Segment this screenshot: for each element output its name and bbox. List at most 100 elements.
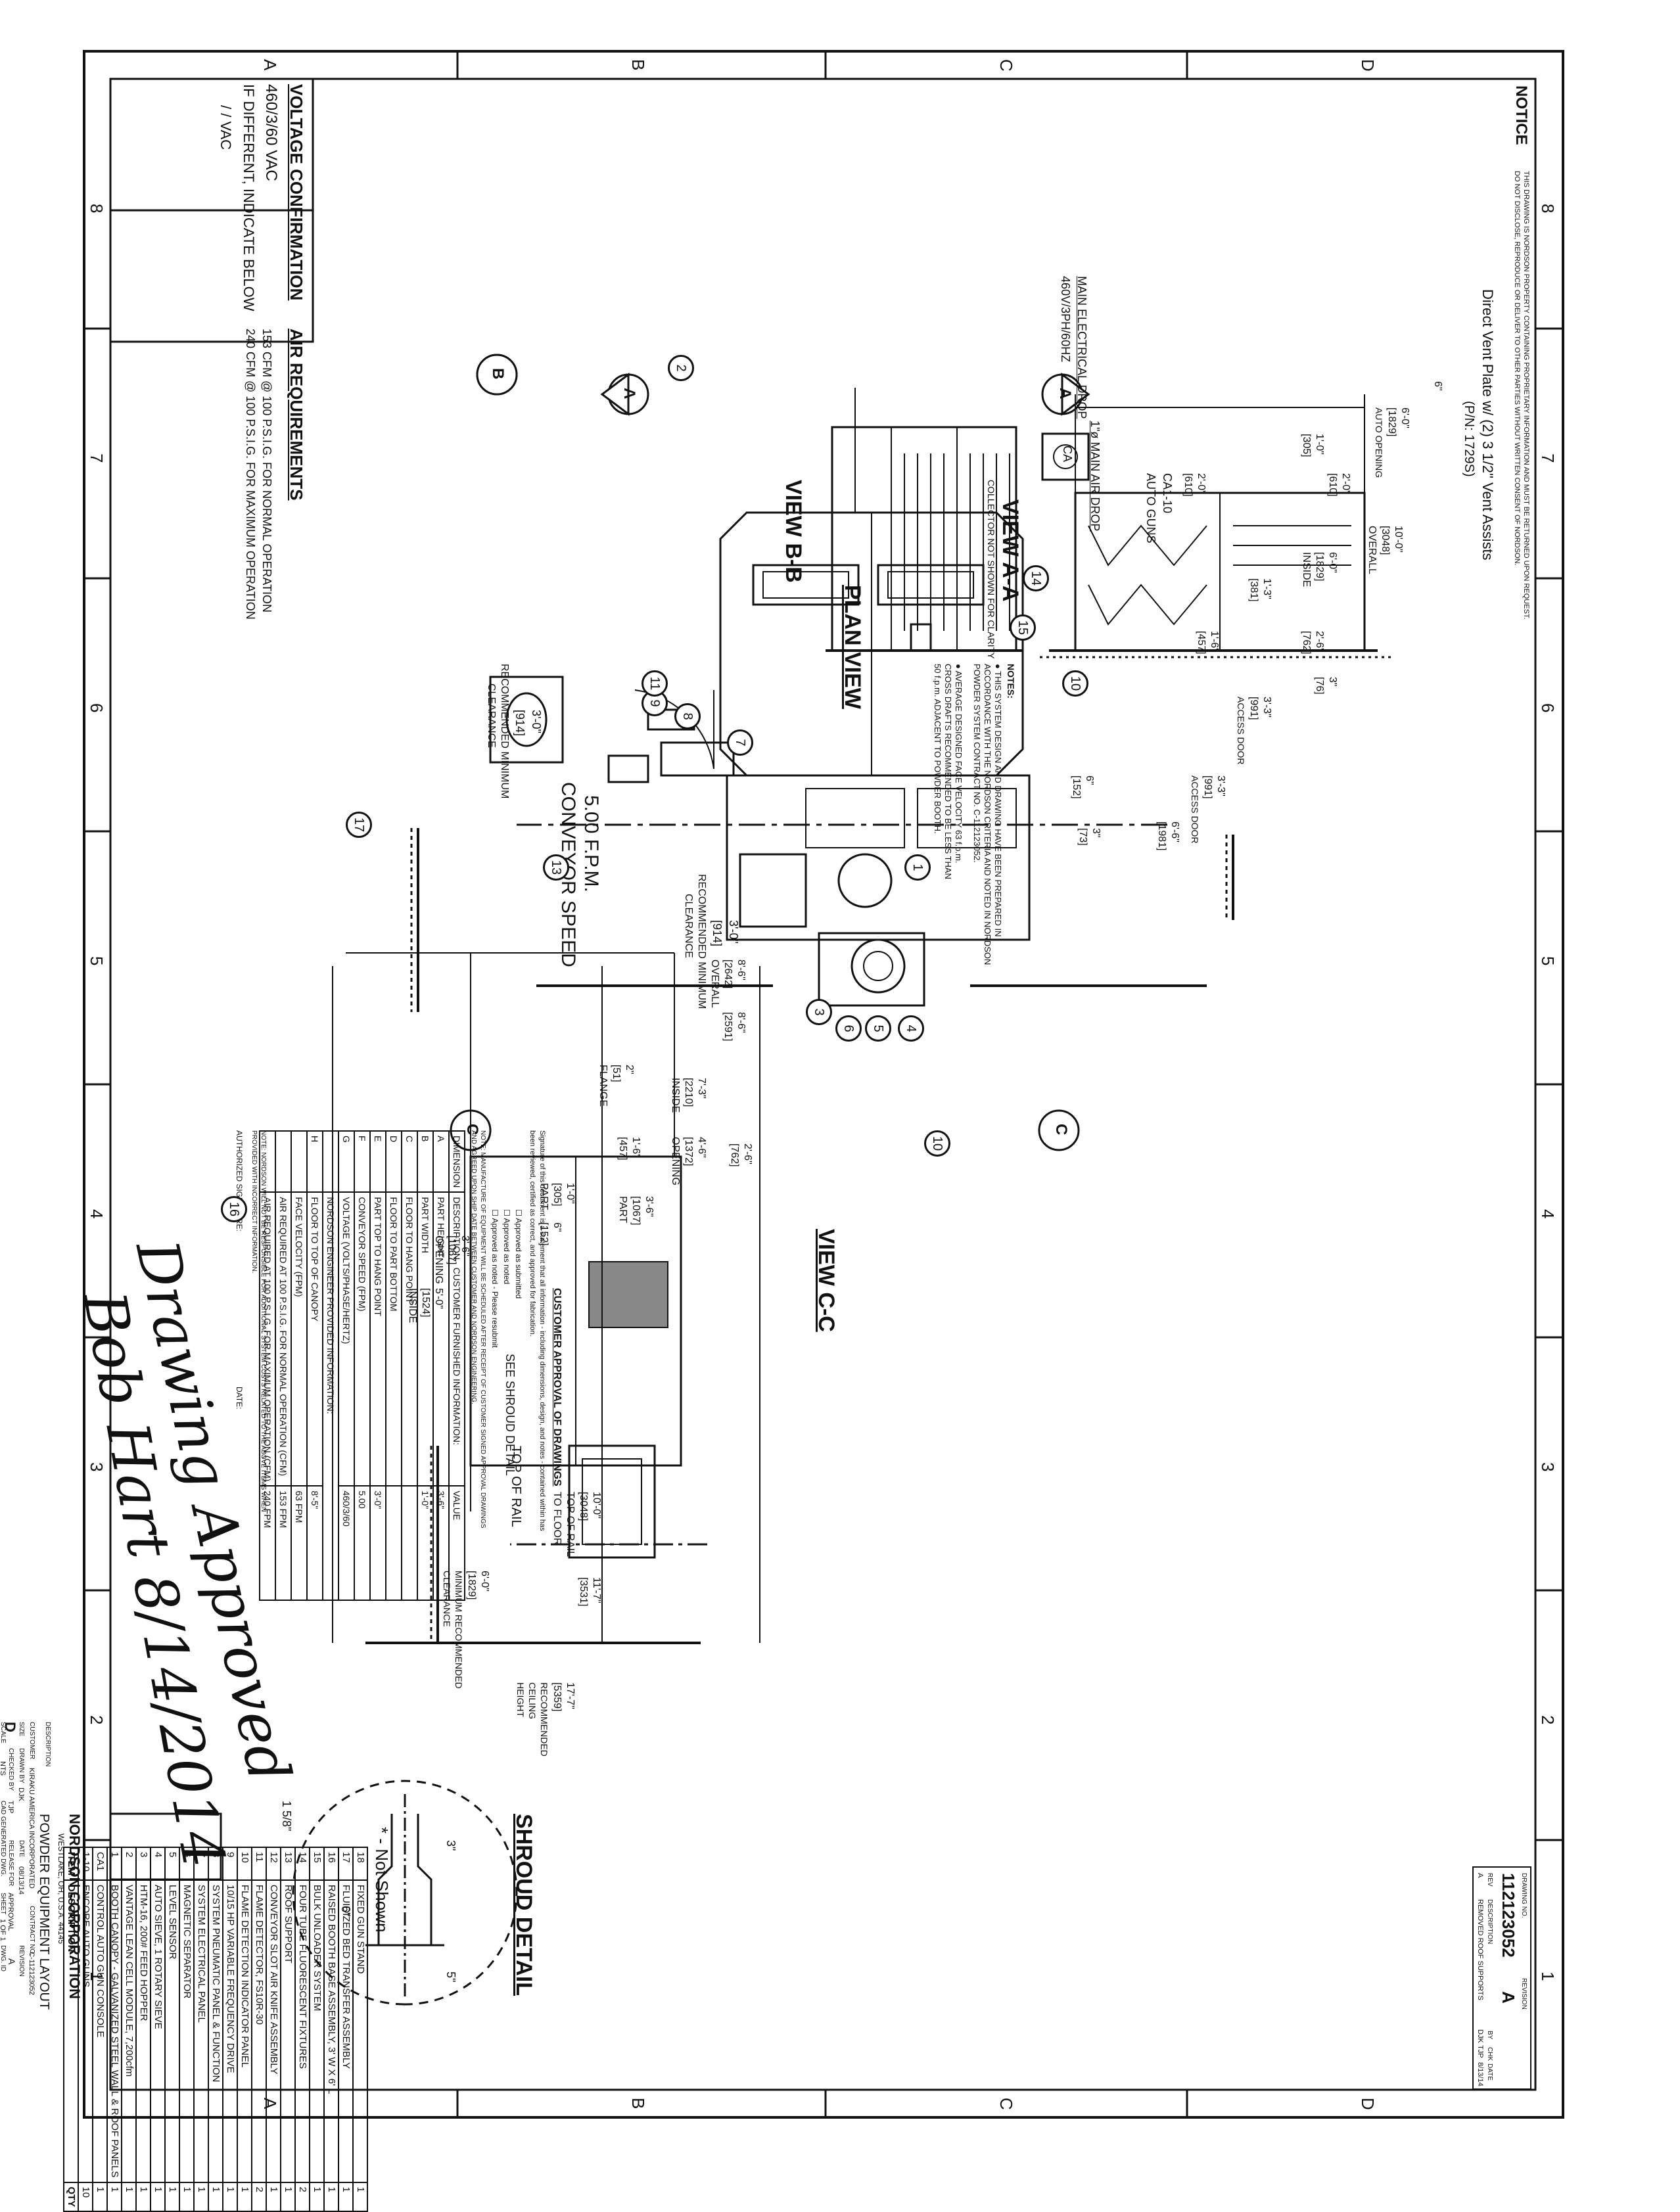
aa-access-1-mm: [991] — [1248, 697, 1259, 720]
bom-qty: 1 — [310, 2182, 324, 2212]
spec-dim — [275, 1131, 291, 1193]
approval-opt-2-checkbox[interactable]: ☐ — [502, 1209, 511, 1218]
spec-desc: FACE VELOCITY (FPM) — [291, 1192, 307, 1486]
bom-qty: 1 — [151, 2182, 165, 2212]
approval-opt-3[interactable]: ☐ Approved as noted - Please resubmit — [490, 1209, 500, 1348]
aa-auto-open-mm: [1829] — [1386, 407, 1397, 437]
spec-val[interactable] — [402, 1486, 417, 1601]
spec-val[interactable]: 1'-0" — [417, 1486, 433, 1601]
bom-item: 14 — [295, 1847, 310, 1880]
cc-ceiling-lbl2: CEILING — [527, 1682, 538, 1720]
title-revision: A — [7, 1958, 17, 1965]
title-location: WESTLAKE, OH, U.S.A. 44145 — [57, 1833, 66, 1945]
spec-table: DIMENSION DESCRIPTION CUSTOMER FURNISHED… — [259, 1130, 465, 1601]
bom-desc: CONVEYOR SLOT AIR KNIFE ASSEMBLY — [266, 1879, 281, 2182]
callout-bubble: 4 — [898, 1015, 924, 1042]
spec-desc: VOLTAGE (VOLTS/PHASE/HERTZ) — [338, 1192, 354, 1486]
note-2b: CROSS DRAFTS RECOMMENDED TO BE LESS THAN — [943, 664, 953, 879]
bom-desc: FLAME DETECTOR, FS10R-30 — [252, 1879, 266, 2182]
spec-dim: D — [386, 1131, 402, 1193]
air-title: AIR REQUIREMENTS — [287, 329, 306, 501]
bom-desc: LEVEL SENSOR — [165, 1879, 179, 2182]
callout-bubble: 7 — [727, 729, 753, 756]
title-release-label: RELEASE FOR — [7, 1840, 14, 1887]
approval-opt-3-checkbox[interactable]: ☐ — [490, 1209, 500, 1218]
bom-qty: 10 — [78, 2182, 93, 2212]
cc-rail-to-floor-lbl1: TOP OF RAIL — [565, 1492, 576, 1557]
bom-item: 3 — [136, 1847, 151, 1880]
clearance-2-text: RECOMMENDED MINIMUM — [696, 874, 707, 1009]
title-contract-label: CONTRACT NO. — [28, 1906, 35, 1956]
approval-date[interactable]: DATE: — [235, 1387, 244, 1410]
approval-opt-2[interactable]: ☐ Approved as noted — [502, 1209, 511, 1284]
spec-val: 8'-5" — [307, 1486, 323, 1601]
title-dwg-label: DWG. ID — [0, 1945, 7, 1971]
grid-row-c-right: C — [996, 2098, 1016, 2110]
note-1c: POWDER SYSTEM CONTRACT NO. C-112123052. — [972, 664, 982, 863]
grid-col-3: 3 — [1538, 1462, 1558, 1472]
spec-val[interactable]: 3'-0" — [370, 1486, 386, 1601]
clearance-2-text2: CLEARANCE — [683, 894, 694, 958]
callout-bubble: 10 — [924, 1130, 950, 1157]
aa-overall-label: OVERALL — [1366, 526, 1378, 574]
title-checked: TJP — [7, 1801, 14, 1814]
ca-label: CA1-10 — [1161, 473, 1174, 514]
cc-part-label: PART — [617, 1196, 628, 1224]
spec-col-description-text: DESCRIPTION — [452, 1197, 462, 1260]
voltage-blank: / / VAC — [218, 105, 234, 150]
clearance-1-mm: [914] — [513, 710, 526, 737]
bom-qty: 1 — [208, 2182, 223, 2212]
bom-desc: SYSTEM PNEUMATIC PANEL & FUNCTION — [208, 1879, 223, 2182]
aa-6b: 6" — [1084, 775, 1095, 785]
spec-desc: FLOOR TO PART BOTTOM — [386, 1192, 402, 1486]
approval-opt-1[interactable]: ☐ Approved as submitted — [514, 1209, 523, 1299]
callout-bubble: 2 — [668, 355, 694, 381]
ca-sub-label: AUTO GUNS — [1144, 473, 1157, 543]
bom-desc: MAGNETIC SEPARATOR — [179, 1879, 194, 2182]
bom-qty: 1 — [223, 2182, 237, 2212]
cc-top-of-rail: TOP OF RAIL — [509, 1446, 523, 1527]
cc-opening-label: OPENING — [670, 1137, 681, 1186]
spec-val[interactable]: 3'-6" — [433, 1486, 449, 1601]
section-a-bottom: A — [620, 388, 638, 400]
bom-qty: 1 — [179, 2182, 194, 2212]
aa-access-2-mm: [991] — [1202, 775, 1213, 799]
callout-bubble: 5 — [865, 1015, 891, 1042]
grid-col-7-bottom: 7 — [87, 453, 106, 463]
callout-bubble: 6 — [835, 1015, 862, 1042]
grid-row-a: A — [260, 59, 280, 71]
cc-flange: 2" — [624, 1065, 635, 1074]
vent-note: Direct Vent Plate w/ (2) 3 1/2" Vent Ass… — [1480, 289, 1496, 561]
air-line-2: 240 CFM @ 100 P.S.I.G. FOR MAXIMUM OPERA… — [244, 329, 257, 620]
bom-desc: CONTROL AUTO GUN CONSOLE — [93, 1879, 107, 2182]
cc-ceiling-lbl3: HEIGHT — [515, 1682, 526, 1717]
bom-desc: HTM-16, 200# FEED HOPPER — [136, 1879, 151, 2182]
spec-desc: FLOOR TO TOP OF CANOPY — [307, 1192, 323, 1486]
cc-flange-label: FLANGE — [597, 1065, 609, 1107]
spec-val[interactable] — [386, 1486, 402, 1601]
spec-desc: AIR REQUIRED AT 100 P.S.I.G. FOR NORMAL … — [275, 1192, 291, 1486]
title-contract: C-112123052 — [28, 1952, 35, 1995]
bom-item: 15 — [310, 1847, 324, 1880]
spec-header-row: DIMENSION DESCRIPTION CUSTOMER FURNISHED… — [449, 1131, 465, 1601]
bom-qty: 1 — [281, 2182, 295, 2212]
spec-dim: F — [354, 1131, 370, 1193]
bom-qty: 1 — [338, 2182, 353, 2212]
aa-26-mm: [762] — [1301, 631, 1312, 655]
voltage-value: 460/3/60 VAC — [262, 84, 280, 181]
spec-val[interactable]: 5.00 — [354, 1486, 370, 1601]
title-scale-label: SCALE — [0, 1722, 7, 1743]
approval-opt-1-checkbox[interactable]: ☐ — [514, 1209, 523, 1218]
grid-row-c: C — [996, 59, 1016, 72]
spec-val[interactable]: 460/3/60 — [338, 1486, 354, 1601]
